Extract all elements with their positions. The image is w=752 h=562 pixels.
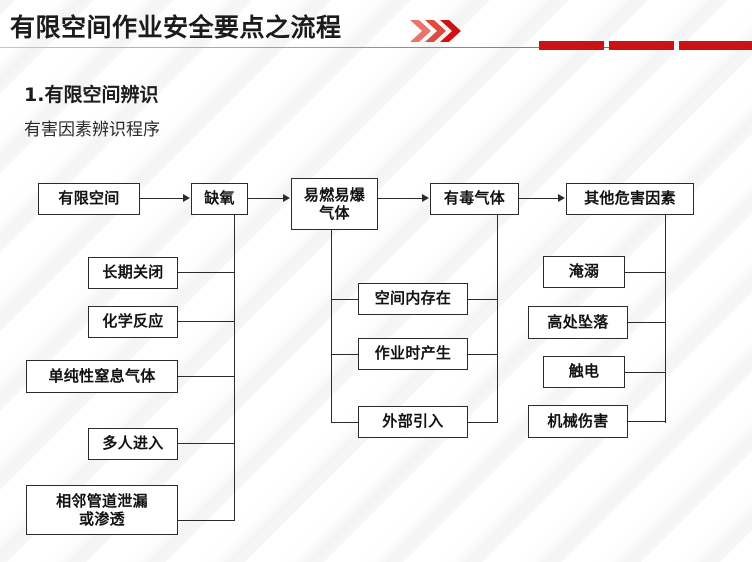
connector-generated-during-work-left bbox=[331, 354, 360, 356]
connector-exists-in-space-right bbox=[468, 299, 498, 301]
node-flammable-explosive-gas[interactable]: 易燃易爆 气体 bbox=[291, 178, 378, 230]
node-label: 缺氧 bbox=[204, 189, 235, 208]
node-label: 化学反应 bbox=[102, 312, 164, 331]
connector-exists-in-space-left bbox=[331, 299, 360, 301]
header-accent-block-1 bbox=[539, 41, 604, 50]
node-electric-shock[interactable]: 触电 bbox=[543, 356, 625, 388]
connector-generated-during-work-right bbox=[468, 354, 498, 356]
node-drowning[interactable]: 淹溺 bbox=[543, 256, 625, 288]
connector-long-term-closed bbox=[178, 272, 235, 274]
node-label: 作业时产生 bbox=[374, 344, 452, 363]
branch-spine-flammable-left bbox=[331, 230, 333, 423]
node-adjacent-pipeline-leak[interactable]: 相邻管道泄漏 或渗透 bbox=[26, 485, 178, 535]
node-label: 有限空间 bbox=[58, 189, 120, 208]
section-subheading: 有害因素辨识程序 bbox=[24, 120, 160, 140]
connector-introduced-externally-right bbox=[468, 422, 498, 424]
header-accent-block-3 bbox=[679, 41, 752, 50]
node-long-term-closed[interactable]: 长期关闭 bbox=[88, 257, 178, 289]
node-label: 外部引入 bbox=[382, 412, 444, 431]
branch-spine-other-hazard bbox=[665, 215, 667, 423]
node-confined-space[interactable]: 有限空间 bbox=[38, 183, 140, 215]
node-introduced-externally[interactable]: 外部引入 bbox=[358, 406, 468, 438]
node-mechanical-injury[interactable]: 机械伤害 bbox=[528, 405, 628, 438]
arrowhead-flammable bbox=[283, 194, 290, 202]
header-divider-line bbox=[0, 47, 640, 48]
node-label: 机械伤害 bbox=[547, 411, 609, 430]
connector-multiple-people-entry bbox=[178, 443, 235, 445]
node-label: 触电 bbox=[568, 362, 600, 381]
connector-confined-to-oxygen bbox=[140, 198, 184, 200]
connector-adjacent-pipeline-leak bbox=[178, 520, 235, 522]
node-label-line2: 气体 bbox=[319, 204, 350, 222]
connector-mechanical-injury bbox=[628, 421, 666, 423]
node-label: 多人进入 bbox=[102, 434, 164, 453]
node-label-line1: 相邻管道泄漏 bbox=[56, 492, 148, 510]
node-label: 高处坠落 bbox=[547, 312, 609, 331]
node-label: 有毒气体 bbox=[443, 189, 506, 208]
double-chevron-right-icon bbox=[408, 18, 468, 44]
node-multiple-people-entry[interactable]: 多人进入 bbox=[88, 428, 178, 460]
connector-toxic-to-other bbox=[519, 198, 559, 200]
branch-spine-oxygen bbox=[234, 215, 236, 521]
node-other-hazard-factors[interactable]: 其他危害因素 bbox=[566, 183, 694, 215]
section-heading: 1.有限空间辨识 bbox=[24, 84, 159, 106]
node-generated-during-work[interactable]: 作业时产生 bbox=[358, 338, 468, 370]
node-chemical-reaction[interactable]: 化学反应 bbox=[88, 306, 178, 338]
connector-fall-from-height bbox=[628, 322, 666, 324]
node-label-line2: 或渗透 bbox=[79, 510, 125, 528]
node-fall-from-height[interactable]: 高处坠落 bbox=[528, 306, 628, 339]
arrowhead-oxygen bbox=[183, 194, 190, 202]
header-accent-block-2 bbox=[609, 41, 674, 50]
node-label: 其他危害因素 bbox=[584, 189, 676, 208]
branch-spine-toxic-right bbox=[497, 215, 499, 423]
arrowhead-toxic bbox=[422, 194, 429, 202]
node-toxic-gas[interactable]: 有毒气体 bbox=[430, 183, 519, 215]
node-exists-in-space[interactable]: 空间内存在 bbox=[358, 283, 468, 315]
connector-drowning bbox=[625, 272, 666, 274]
connector-simple-asphyxiant-gas bbox=[178, 376, 235, 378]
node-label: 单纯性窒息气体 bbox=[48, 366, 156, 385]
connector-oxygen-to-flammable bbox=[248, 198, 284, 200]
connector-electric-shock bbox=[625, 372, 666, 374]
node-simple-asphyxiant-gas[interactable]: 单纯性窒息气体 bbox=[26, 360, 178, 393]
node-label: 空间内存在 bbox=[374, 289, 452, 308]
connector-chemical-reaction bbox=[178, 321, 235, 323]
node-label: 淹溺 bbox=[568, 262, 600, 281]
arrowhead-other bbox=[558, 194, 565, 202]
node-label-line1: 易燃易爆 bbox=[303, 186, 366, 204]
connector-introduced-externally-left bbox=[331, 422, 360, 424]
node-label: 长期关闭 bbox=[102, 263, 164, 282]
node-oxygen-deficiency[interactable]: 缺氧 bbox=[191, 183, 248, 215]
connector-flammable-to-toxic bbox=[378, 198, 423, 200]
page-title: 有限空间作业安全要点之流程 bbox=[10, 13, 342, 42]
